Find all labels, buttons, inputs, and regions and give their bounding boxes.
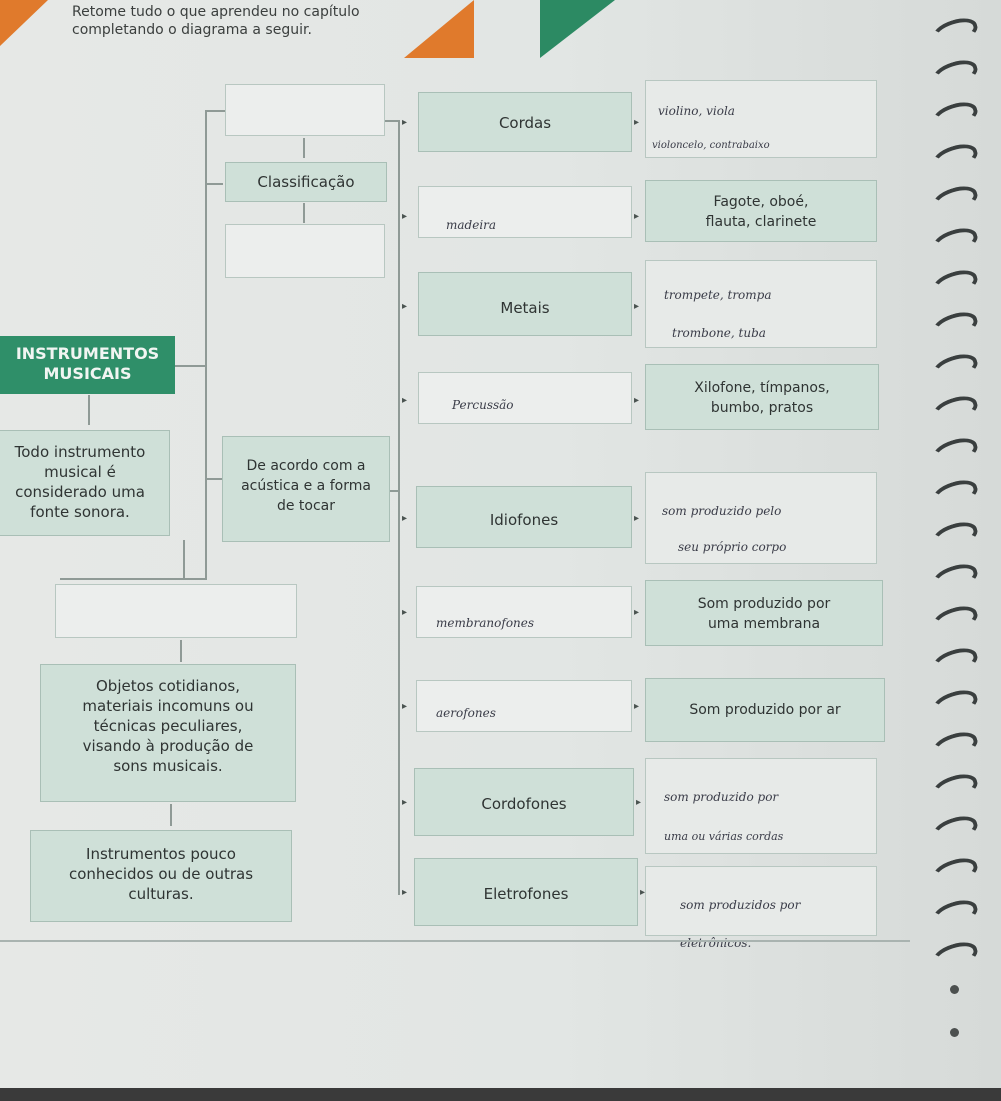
metais-box <box>418 272 632 336</box>
idiofones-answer-box[interactable] <box>645 472 877 564</box>
membranofones-description-box <box>645 580 883 646</box>
arrow-icon: ▸ <box>634 117 640 128</box>
percussao-handwritten: Percussão <box>452 398 514 412</box>
spiral-binding <box>929 10 1001 1050</box>
eletrofones-answer-box[interactable] <box>645 866 877 936</box>
metais-answer-1: trompete, trompa <box>664 288 772 302</box>
aerofones-description: Som produzido por ar <box>689 702 841 718</box>
idiofones-answer-2: seu próprio corpo <box>678 540 787 554</box>
eletrofones-answer-2: eletrônicos. <box>680 936 752 950</box>
aerofones-description-box <box>645 678 885 742</box>
arrow-icon: ▸ <box>634 395 640 406</box>
blank-box-3[interactable] <box>55 584 297 638</box>
arrow-icon: ▸ <box>402 395 408 406</box>
idiofones-answer-1: som produzido pelo <box>662 504 782 518</box>
arrow-icon: ▸ <box>402 607 408 618</box>
metais-label: Metais <box>500 299 550 317</box>
connector-line <box>60 578 206 580</box>
arrow-icon: ▸ <box>402 117 408 128</box>
connector-line <box>205 110 225 112</box>
cordas-label: Cordas <box>498 114 552 132</box>
blank-box-2[interactable] <box>225 224 385 278</box>
connector-line <box>88 395 90 425</box>
connector-line <box>390 490 399 492</box>
cordas-box <box>418 92 632 152</box>
instruction-line-2: completando o diagrama a seguir. <box>72 22 312 38</box>
cordofones-label: Cordofones <box>481 795 567 813</box>
cordofones-answer-box[interactable] <box>645 758 877 854</box>
metais-answer-box[interactable] <box>645 260 877 348</box>
arrow-icon: ▸ <box>402 513 408 524</box>
connector-line <box>205 478 223 480</box>
idiofones-box <box>416 486 632 548</box>
connector-line <box>303 138 305 158</box>
arrow-icon: ▸ <box>402 211 408 222</box>
cordofones-box <box>414 768 634 836</box>
membranofones-handwritten: membranofones <box>436 616 535 630</box>
pouco-conhecidos-text: Instrumentos pouco conhecidos ou de outr… <box>68 845 254 903</box>
madeira-description: Fagote, oboé, flauta, clarinete <box>705 194 817 230</box>
connector-line <box>398 120 400 895</box>
connector-line <box>205 110 207 580</box>
pouco-conhecidos-box <box>30 830 292 922</box>
acustica-box <box>222 436 390 542</box>
aerofones-box[interactable] <box>416 680 632 732</box>
cordofones-answer-2: uma ou várias cordas <box>664 830 784 843</box>
membranofones-box[interactable] <box>416 586 632 638</box>
arrow-icon: ▸ <box>636 797 642 808</box>
cordas-answer-box[interactable] <box>645 80 877 158</box>
madeira-description-box <box>645 180 877 242</box>
arrow-icon: ▸ <box>402 887 408 898</box>
objetos-box <box>40 664 296 802</box>
connector-line <box>183 540 185 580</box>
arrow-icon: ▸ <box>634 513 640 524</box>
connector-line <box>175 365 205 367</box>
connector-line <box>385 120 399 122</box>
cordas-answer-1: violino, viola <box>658 104 735 118</box>
instruction-line-1: Retome tudo o que aprendeu no capítulo <box>72 4 360 20</box>
main-topic-line-1: INSTRUMENTOS <box>15 344 160 363</box>
cordofones-answer-1: som produzido por <box>664 790 779 804</box>
arrow-icon: ▸ <box>634 211 640 222</box>
arrow-icon: ▸ <box>402 301 408 312</box>
percussao-description: Xilofone, tímpanos, bumbo, pratos <box>694 380 830 416</box>
acustica-text: De acordo com a acústica e a forma de to… <box>241 458 371 514</box>
connector-line <box>170 804 172 826</box>
classificacao-box <box>225 162 387 202</box>
connector-line <box>180 640 182 662</box>
arrow-icon: ▸ <box>402 797 408 808</box>
page-edge-shadow <box>0 1088 1001 1101</box>
orange-corner-ribbon <box>0 0 48 46</box>
objetos-text: Objetos cotidianos, materiais incomuns o… <box>82 677 254 775</box>
arrow-icon: ▸ <box>640 887 646 898</box>
percussao-box[interactable] <box>418 372 632 424</box>
percussao-description-box <box>645 364 879 430</box>
arrow-icon: ▸ <box>634 301 640 312</box>
membranofones-description: Som produzido por uma membrana <box>697 596 831 632</box>
definition-box <box>0 430 170 536</box>
blank-box-1[interactable] <box>225 84 385 136</box>
arrow-icon: ▸ <box>634 701 640 712</box>
main-topic-line-2: MUSICAIS <box>43 364 132 383</box>
definition-text: Todo instrumento musical é considerado u… <box>14 443 146 521</box>
eletrofones-box <box>414 858 638 926</box>
cordas-answer-2: violoncelo, contrabaixo <box>652 140 770 151</box>
connector-line <box>205 183 223 185</box>
madeira-handwritten: madeira <box>446 218 497 232</box>
idiofones-label: Idiofones <box>489 511 559 529</box>
classificacao-label: Classificação <box>257 173 355 191</box>
green-triangle-decoration <box>540 0 615 58</box>
arrow-icon: ▸ <box>634 607 640 618</box>
aerofones-handwritten: aerofones <box>436 706 496 720</box>
bottom-rule <box>0 940 910 942</box>
main-topic-box: INSTRUMENTOS MUSICAIS <box>0 336 175 394</box>
orange-triangle-decoration <box>404 0 474 58</box>
eletrofones-label: Eletrofones <box>483 885 569 903</box>
metais-answer-2: trombone, tuba <box>672 326 766 340</box>
connector-line <box>303 203 305 223</box>
madeira-box[interactable] <box>418 186 632 238</box>
eletrofones-answer-1: som produzidos por <box>680 898 801 912</box>
arrow-icon: ▸ <box>402 701 408 712</box>
